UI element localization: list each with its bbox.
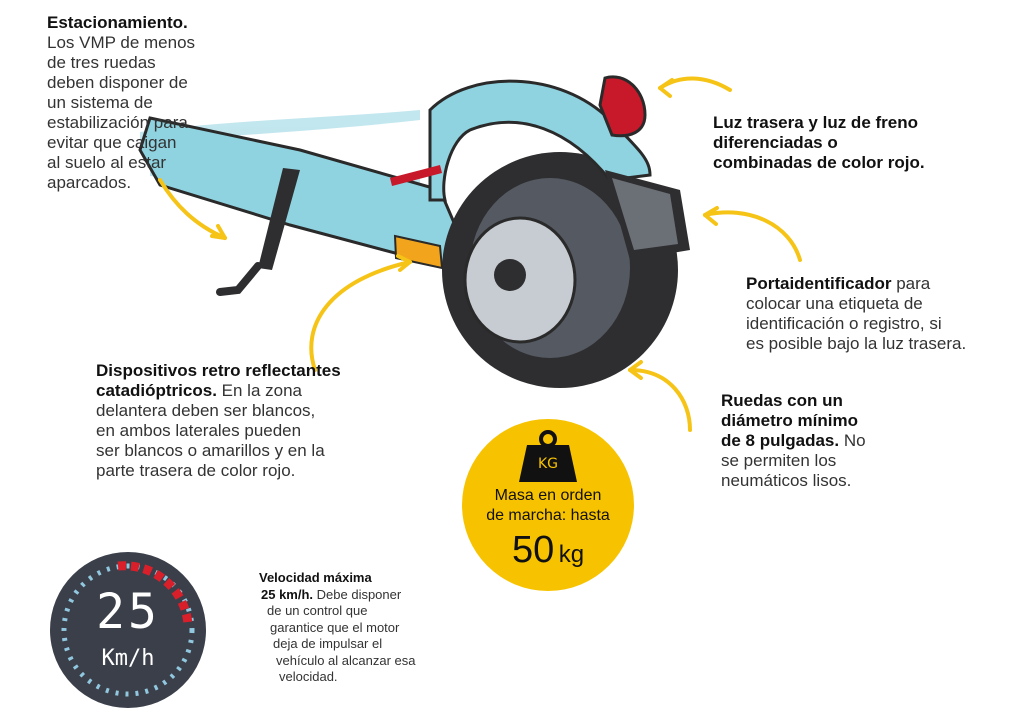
gauge-unit: Km/h bbox=[101, 646, 155, 671]
gauge-value: 25 bbox=[96, 584, 160, 640]
velocidad-speed: 25 km/h. bbox=[261, 586, 314, 602]
portaidentificador-title: Portaidentificador bbox=[746, 274, 892, 293]
weight-icon-label: KG bbox=[537, 456, 559, 472]
ruedas-bold-line: de 8 pulgadas. bbox=[721, 431, 840, 450]
velocidad-line: garantice que el motor bbox=[270, 619, 400, 635]
brake-lever bbox=[390, 165, 442, 186]
kickstand bbox=[216, 168, 300, 296]
ruedas-bold-line: Ruedas con un bbox=[721, 391, 843, 410]
velocidad-line: velocidad. bbox=[279, 669, 338, 684]
estacionamiento-line: al suelo al estar bbox=[47, 153, 167, 172]
velocidad-line: de un control que bbox=[267, 603, 368, 618]
ruedas-rest: No bbox=[839, 431, 866, 450]
weight-badge bbox=[462, 419, 634, 591]
velocidad-line: deja de impulsar el bbox=[273, 636, 383, 651]
estacionamiento-line: estabilización para bbox=[47, 113, 188, 132]
reflectantes-bold-line: catadióptricos. bbox=[96, 381, 217, 400]
estacionamiento-title: Estacionamiento. bbox=[47, 13, 188, 32]
callout-arrows bbox=[158, 76, 802, 432]
estacionamiento-line: un sistema de bbox=[47, 93, 153, 112]
reflectantes-line: ser blancos o amarillos y en la bbox=[96, 441, 325, 460]
velocidad-line: vehículo al alcanzar esa bbox=[276, 652, 416, 668]
estacionamiento-line: aparcados. bbox=[47, 173, 132, 192]
luz-trasera-line: combinadas de color rojo. bbox=[713, 153, 925, 172]
estacionamiento-line: evitar que caigan bbox=[47, 133, 177, 152]
estacionamiento-line: deben disponer de bbox=[47, 73, 188, 92]
arrow-estacionamiento bbox=[158, 178, 227, 240]
portaidentificador-note: Portaidentificador para colocar una etiq… bbox=[746, 274, 1016, 354]
portaidentificador-line: colocar una etiqueta de bbox=[746, 294, 923, 313]
reflectantes-line: delantera deben ser blancos, bbox=[96, 401, 316, 420]
masa-unit: kg bbox=[558, 541, 585, 568]
reflectantes-rest: En la zona bbox=[216, 381, 302, 400]
portaidentificador-line: identificación o registro, si bbox=[746, 314, 942, 333]
portaidentificador-line: es posible bajo la luz trasera. bbox=[746, 334, 967, 353]
arrow-portaidentificador bbox=[703, 210, 802, 262]
masa-value: 50 bbox=[511, 529, 555, 571]
ruedas-note: Ruedas con un diámetro mínimo de 8 pulga… bbox=[721, 391, 921, 491]
estacionamiento-line: Los VMP de menos bbox=[47, 33, 196, 52]
taillight bbox=[598, 75, 647, 138]
luz-trasera-line: Luz trasera y luz de freno bbox=[713, 113, 918, 132]
reflectantes-line: parte trasera de color rojo. bbox=[96, 461, 296, 480]
estacionamiento-line: de tres ruedas bbox=[47, 53, 156, 72]
velocidad-title: Velocidad máxima bbox=[259, 570, 372, 585]
velocidad-rest: Debe disponer bbox=[313, 586, 402, 602]
reflectantes-line: en ambos laterales pueden bbox=[96, 421, 302, 440]
luz-trasera-note: Luz trasera y luz de freno diferenciadas… bbox=[713, 113, 1003, 173]
ruedas-bold-line: diámetro mínimo bbox=[721, 411, 858, 430]
reflectantes-note: Dispositivos retro reflectantes catadióp… bbox=[96, 361, 366, 481]
reflectantes-bold-line: Dispositivos retro reflectantes bbox=[96, 361, 341, 380]
estacionamiento-note: Estacionamiento. Los VMP de menos de tre… bbox=[47, 13, 247, 193]
weight-icon bbox=[519, 445, 577, 482]
speed-gauge bbox=[50, 552, 206, 708]
arrow-reflectantes bbox=[309, 260, 412, 372]
ruedas-line: neumáticos lisos. bbox=[721, 471, 852, 490]
ruedas-line: se permiten los bbox=[721, 451, 837, 470]
masa-line: Masa en orden bbox=[494, 487, 602, 504]
arrow-ruedas bbox=[628, 368, 692, 432]
masa-value-row: 50 kg bbox=[470, 528, 626, 572]
velocidad-note: Velocidad máxima 25 km/h. Debe disponer … bbox=[259, 570, 459, 686]
masa-line: de marcha: hasta bbox=[486, 507, 610, 524]
luz-trasera-line: diferenciadas o bbox=[713, 133, 838, 152]
portaidentificador-rest: para bbox=[891, 274, 931, 293]
